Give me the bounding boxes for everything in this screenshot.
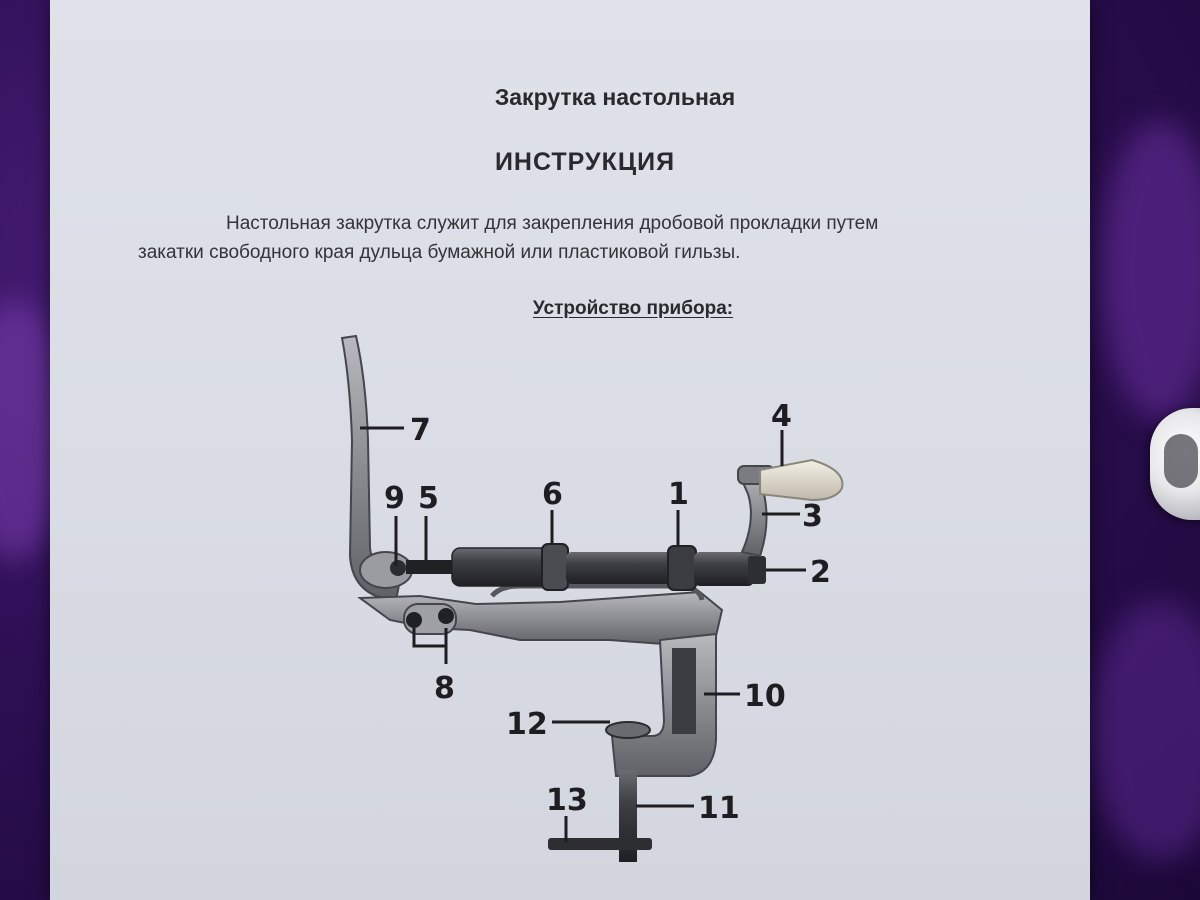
callout-2: 2 bbox=[810, 555, 831, 590]
leader-8 bbox=[412, 628, 448, 648]
shaft-middle bbox=[566, 552, 676, 584]
callout-11: 11 bbox=[698, 791, 740, 826]
pivot-9-pin bbox=[390, 560, 406, 576]
callout-10: 10 bbox=[744, 679, 786, 714]
callout-5: 5 bbox=[418, 481, 439, 516]
shaft-5 bbox=[406, 560, 466, 574]
callout-13: 13 bbox=[546, 783, 588, 818]
document-heading: ИНСТРУКЦИЯ bbox=[494, 148, 676, 176]
callout-3: 3 bbox=[802, 499, 823, 534]
shaft-tube bbox=[451, 547, 557, 587]
link-8-pin-left bbox=[406, 612, 422, 628]
fabric-highlight bbox=[1100, 120, 1200, 420]
callout-8: 8 bbox=[434, 671, 455, 706]
clamp-channel bbox=[672, 648, 696, 734]
nut-2 bbox=[748, 556, 766, 584]
collar-6 bbox=[541, 543, 569, 591]
clamp-body-10 bbox=[610, 632, 717, 777]
paragraph-line-2: закатки свободного края дульца бумажной … bbox=[138, 242, 741, 263]
subheading-text: Устройство прибора: bbox=[532, 298, 734, 319]
document-title: Закрутка настольная bbox=[494, 84, 736, 110]
callout-12: 12 bbox=[506, 707, 548, 742]
collar-1 bbox=[667, 545, 697, 591]
paragraph-line-1: Настольная закрутка служит для закреплен… bbox=[226, 213, 879, 234]
frame-arch bbox=[490, 583, 705, 601]
callout-1: 1 bbox=[668, 477, 689, 512]
handle-4 bbox=[759, 458, 844, 502]
callout-7: 7 bbox=[410, 413, 431, 448]
callout-4: 4 bbox=[771, 399, 792, 434]
shaft-end bbox=[694, 552, 754, 586]
section-subheading: Устройство прибора: bbox=[50, 298, 1090, 320]
fabric-highlight bbox=[1090, 600, 1200, 860]
white-knob-object bbox=[1150, 408, 1200, 520]
leader-lines bbox=[360, 426, 806, 842]
instruction-sheet: Закрутка настольная ИНСТРУКЦИЯ Настольна… bbox=[50, 0, 1090, 900]
pressure-pad-12 bbox=[605, 721, 651, 739]
link-8-pin-right bbox=[438, 608, 454, 624]
callout-6: 6 bbox=[542, 477, 563, 512]
t-handle-13 bbox=[548, 838, 652, 850]
callout-9: 9 bbox=[384, 481, 405, 516]
